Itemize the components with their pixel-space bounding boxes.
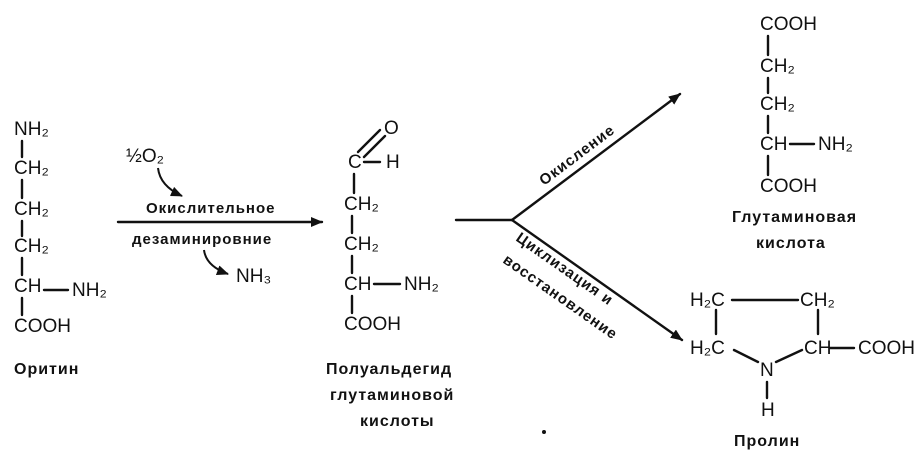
ornithine-group-1: NH₂ [14, 119, 49, 140]
proline-nitrogen: N [760, 360, 774, 381]
branch-arrows: Окисление Циклизация и восстановление [454, 92, 684, 343]
glutamic-name-line-2: кислота [756, 235, 826, 252]
proline-ch2-top-right: CH₂ [800, 290, 835, 311]
semialdehyde-aldehyde-o: O [384, 118, 399, 139]
semialdehyde-structure: O C H CH₂ CH₂ CH COOH NH₂ Полуальдегид г… [326, 118, 454, 430]
print-speck [542, 430, 546, 434]
semialdehyde-group-3: CH [344, 274, 371, 295]
proline-nh-hydrogen: H [761, 400, 775, 421]
ornithine-side-group: NH₂ [72, 280, 107, 301]
glutamic-group-5: COOH [760, 176, 817, 197]
ornithine-structure: NH₂ CH₂ CH₂ CH₂ CH COOH NH₂ Оритин [14, 119, 107, 378]
proline-ch: CH [804, 338, 831, 359]
ornithine-group-6: COOH [14, 316, 71, 337]
aldehyde-double-bond [362, 134, 387, 159]
ammonia-arrow [203, 249, 229, 275]
deamination-label-top: Окислительное [146, 200, 276, 217]
semialdehyde-carbon: C [348, 152, 362, 173]
glutamic-group-4: CH [760, 134, 787, 155]
proline-ch2-bottom-left: H₂C [690, 338, 725, 359]
proline-ch2-top-left: H₂C [690, 290, 725, 311]
proline-carboxyl: COOH [858, 338, 915, 359]
ornithine-group-5: CH [14, 276, 41, 297]
proline-structure: H₂C CH₂ H₂C N H CH COOH Пролин [690, 290, 915, 450]
proline-ring-bond [774, 348, 804, 364]
oxygen-arrow [157, 167, 183, 197]
glutamic-group-2: CH₂ [760, 56, 795, 77]
oxidation-arrow [510, 92, 682, 222]
ornithine-group-4: CH₂ [14, 236, 49, 257]
ornithine-name: Оритин [14, 361, 79, 378]
proline-name: Пролин [734, 433, 800, 450]
semialdehyde-name-line-3: кислоты [360, 413, 435, 430]
semialdehyde-group-1: CH₂ [344, 194, 379, 215]
ornithine-group-2: CH₂ [14, 158, 49, 179]
semialdehyde-side-group: NH₂ [404, 274, 439, 295]
proline-ring-bond [732, 348, 760, 364]
glutamic-name-line-1: Глутаминовая [732, 209, 857, 226]
cyclization-arrow [510, 218, 684, 342]
ornithine-group-3: CH₂ [14, 199, 49, 220]
glutamic-group-3: CH₂ [760, 94, 795, 115]
semialdehyde-name-line-1: Полуальдегид [326, 361, 452, 378]
oxygen-reagent: ½O₂ [126, 146, 164, 167]
glutamic-side-group: NH₂ [818, 134, 853, 155]
aldehyde-double-bond [356, 128, 382, 154]
glutamic-acid-structure: COOH CH₂ CH₂ CH COOH NH₂ Глутаминовая ки… [732, 14, 857, 252]
semialdehyde-group-4: COOH [344, 314, 401, 335]
deamination-label-bottom: дезаминировние [132, 231, 272, 248]
glutamic-group-1: COOH [760, 14, 817, 35]
semialdehyde-name-line-2: глутаминовой [330, 387, 454, 404]
semialdehyde-aldehyde-h: H [386, 152, 400, 173]
deamination-step: ½O₂ Окислительное дезаминировние NH₃ [116, 146, 324, 287]
semialdehyde-group-2: CH₂ [344, 234, 379, 255]
oxidation-label: Окисление [536, 121, 618, 189]
ammonia-product: NH₃ [236, 266, 271, 287]
